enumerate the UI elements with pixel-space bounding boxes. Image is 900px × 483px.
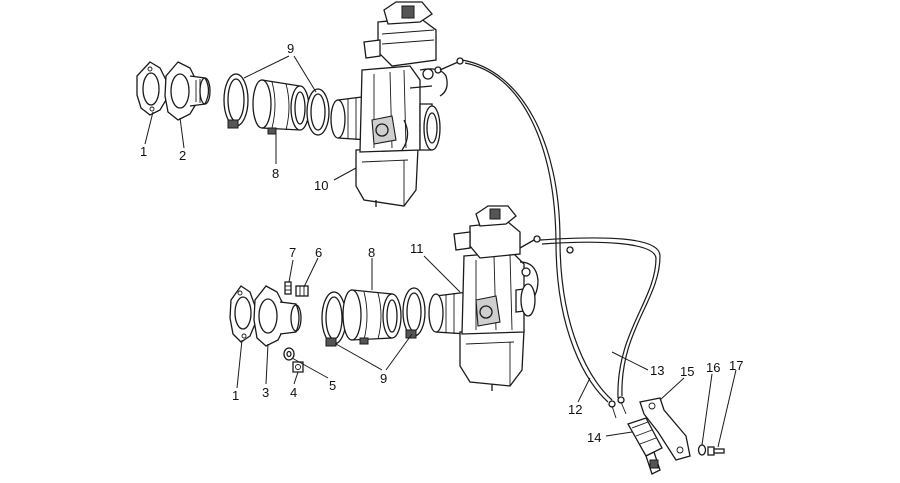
gasket-bottom — [229, 285, 256, 343]
callout-1-bottom: 1 — [232, 388, 239, 403]
intake-flange-top — [164, 61, 211, 121]
callout-15: 15 — [680, 364, 694, 379]
callout-14: 14 — [587, 430, 601, 445]
callout-13: 13 — [650, 363, 664, 378]
callout-3: 3 — [262, 385, 269, 400]
callout-12: 12 — [568, 402, 582, 417]
hose-clamp-top-left — [223, 73, 249, 129]
leader-lines — [144, 55, 737, 448]
callout-2-top: 2 — [179, 148, 186, 163]
callout-9-top: 9 — [287, 41, 294, 56]
callout-6: 6 — [315, 245, 322, 260]
callout-17: 17 — [729, 358, 743, 373]
callout-8-top: 8 — [272, 166, 279, 181]
bolt — [295, 285, 309, 297]
carburetor-bottom — [428, 205, 541, 391]
callout-7: 7 — [289, 245, 296, 260]
callout-8-bottom: 8 — [368, 245, 375, 260]
callout-9-bottom: 9 — [380, 371, 387, 386]
callout-4: 4 — [290, 385, 297, 400]
callout-16: 16 — [706, 360, 720, 375]
intake-hose-top — [252, 79, 310, 135]
callout-1-top: 1 — [140, 144, 147, 159]
carburetor-top — [330, 1, 464, 207]
hose-clamp-top-right — [306, 88, 330, 136]
intake-flange-bottom — [253, 285, 302, 347]
bracket-screw — [707, 446, 725, 456]
cable-junction — [627, 417, 663, 475]
callout-10: 10 — [314, 178, 328, 193]
throttle-cables — [461, 59, 661, 419]
callout-5: 5 — [329, 378, 336, 393]
screw — [284, 281, 292, 295]
hose-clamp-bottom-right — [402, 287, 426, 339]
washer — [283, 347, 295, 361]
gasket-top — [136, 61, 167, 116]
hose-clamp-bottom-left — [321, 291, 347, 347]
intake-hose-bottom — [342, 289, 402, 345]
mounting-bracket — [639, 397, 691, 461]
callout-11: 11 — [410, 241, 424, 256]
bracket-washer — [697, 444, 707, 456]
